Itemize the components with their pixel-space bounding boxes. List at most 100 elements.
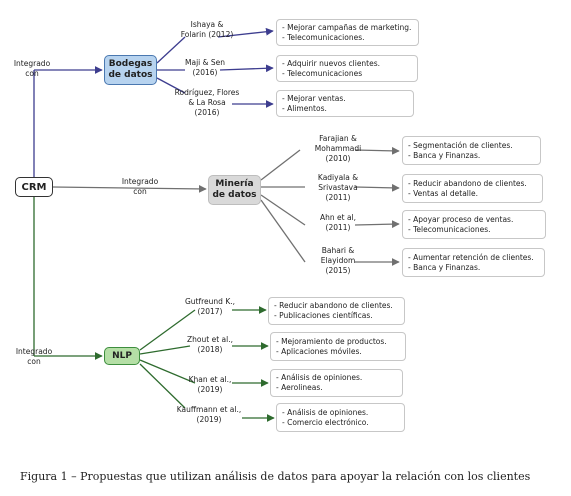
- study-item: - Ventas al detalle.: [408, 188, 478, 198]
- study-item: - Publicaciones científicas.: [274, 311, 373, 320]
- connector-label-line: con: [25, 69, 39, 78]
- figure-caption: Figura 1 – Propuestas que utilizan análi…: [20, 470, 531, 483]
- study-box-gutfreund: - Reducir abandono de clientes.- Publica…: [268, 297, 405, 325]
- connector-label-line: Integrado: [15, 347, 53, 356]
- ref-line: (2016): [194, 108, 220, 117]
- ref-line: Zhout et al.,: [187, 335, 233, 344]
- study-item: - Análisis de opiniones.: [282, 407, 369, 417]
- study-item: - Mejorar ventas.: [282, 93, 346, 103]
- ref-line: Ahn et al,: [319, 213, 357, 222]
- study-ref-maji: Maji & Sen(2016): [166, 58, 244, 78]
- study-box-maji: - Adquirir nuevos clientes.- Telecomunic…: [276, 55, 418, 82]
- edge-mineria-farajian: [260, 149, 301, 181]
- ref-line: (2015): [325, 266, 351, 275]
- study-item: - Mejoramiento de productos.: [276, 336, 387, 346]
- edge-nlp-khan: [139, 359, 196, 384]
- study-item: - Telecomunicaciones.: [408, 224, 491, 234]
- study-ref-farajian: Farajian &Mohammadi(2010): [299, 134, 377, 164]
- study-ref-rodriguez: Rodríguez, Flores& La Rosa(2016): [168, 88, 246, 118]
- ref-line: Khan et al.,: [188, 375, 232, 384]
- edge-nlp-zhout: [139, 345, 191, 355]
- study-item: - Aplicaciones móviles.: [276, 346, 362, 356]
- ref-line: Kadiyala &: [317, 173, 359, 182]
- study-item: - Aumentar retención de clientes.: [408, 252, 534, 262]
- connector-label-line: Integrado: [121, 177, 159, 186]
- study-box-farajian: - Segmentación de clientes.- Banca y Fin…: [402, 136, 541, 165]
- node-label-line: NLP: [112, 351, 132, 361]
- ref-line: Mohammadi: [314, 144, 362, 153]
- ref-line: Rodríguez, Flores: [174, 88, 240, 97]
- ref-line: Farajian &: [319, 134, 357, 143]
- arrow-maji-box: [219, 64, 274, 73]
- study-box-ishaya: - Mejorar campañas de marketing.- Teleco…: [276, 19, 419, 46]
- study-box-zhout: - Mejoramiento de productos.- Aplicacion…: [270, 332, 406, 361]
- edge-nlp-gutfreund: [139, 309, 196, 351]
- ref-line: Gutfreund K.,: [184, 297, 236, 306]
- node-label-line: Minería: [215, 179, 254, 189]
- study-box-rodriguez: - Mejorar ventas.- Alimentos.: [276, 90, 414, 117]
- node-label-line: Bodegas: [108, 59, 153, 69]
- arrow-to-mineria: [52, 185, 207, 193]
- study-item: - Reducir abandono de clientes.: [274, 301, 393, 310]
- ref-line: (2018): [197, 345, 223, 354]
- study-item: - Banca y Finanzas.: [408, 262, 481, 272]
- nlp-node: NLP: [104, 347, 140, 365]
- arrow-ahn-box: [354, 220, 400, 229]
- study-item: - Banca y Finanzas.: [408, 150, 481, 160]
- ref-line: (2017): [197, 307, 223, 316]
- edge-bodegas-rodriguez: [156, 77, 186, 94]
- study-ref-zhout: Zhout et al.,(2018): [171, 335, 249, 355]
- ref-line: (2010): [325, 154, 351, 163]
- crm-label: CRM: [21, 181, 47, 193]
- ref-line: & La Rosa: [188, 98, 226, 107]
- arrow-ishaya-box: [217, 27, 274, 38]
- study-ref-khan: Khan et al.,(2019): [171, 375, 249, 395]
- connector-label-line: con: [133, 187, 147, 196]
- ref-line: (2011): [325, 223, 351, 232]
- edge-bodegas-ishaya: [156, 36, 186, 64]
- arrow-kadiyala-box: [354, 183, 400, 192]
- study-item: - Adquirir nuevos clientes.: [282, 58, 381, 68]
- edge-mineria-ahn: [260, 194, 306, 226]
- study-item: - Telecomunicaciones.: [282, 32, 365, 42]
- ref-line: Maji & Sen: [185, 58, 225, 67]
- study-item: - Segmentación de clientes.: [408, 140, 513, 150]
- connector-label-line: Integrado: [13, 59, 51, 68]
- ref-line: (2019): [196, 415, 222, 424]
- node-label-line: de datos: [212, 190, 257, 200]
- crm-node: CRM: [15, 177, 53, 197]
- ref-line: Elayidom: [320, 256, 356, 265]
- study-ref-kauffmann: Kauffmann et al.,(2019): [167, 405, 251, 425]
- study-ref-ahn: Ahn et al,(2011): [299, 213, 377, 233]
- study-ref-ishaya: Ishaya &Folarin (2012): [168, 20, 246, 40]
- node-label-line: de datos: [108, 70, 153, 80]
- edge-nlp-kauffmann: [139, 363, 186, 409]
- study-item: - Telecomunicaciones: [282, 68, 363, 78]
- ref-line: Kauffmann et al.,: [176, 405, 242, 414]
- ref-line: Bahari &: [321, 246, 355, 255]
- study-ref-bahari: Bahari &Elayidom(2015): [299, 246, 377, 276]
- study-item: - Aerolineas.: [276, 383, 323, 392]
- study-item: - Alimentos.: [282, 103, 327, 113]
- study-box-kauffmann: - Análisis de opiniones.- Comercio elect…: [276, 403, 405, 432]
- arrow-farajian-box: [354, 146, 400, 155]
- study-item: - Análisis de opiniones.: [276, 373, 363, 382]
- study-item: - Apoyar proceso de ventas.: [408, 214, 514, 224]
- ref-line: Folarin (2012): [180, 30, 234, 39]
- ref-line: (2011): [325, 193, 351, 202]
- study-item: - Comercio electrónico.: [282, 417, 369, 427]
- edge-mineria-bahari: [260, 199, 306, 263]
- ref-line: (2019): [197, 385, 223, 394]
- ref-line: (2016): [192, 68, 218, 77]
- study-box-bahari: - Aumentar retención de clientes.- Banca…: [402, 248, 545, 277]
- connector-label-line: con: [27, 357, 41, 366]
- study-item: - Reducir abandono de clientes.: [408, 178, 527, 188]
- study-ref-kadiyala: Kadiyala &Srivastava(2011): [299, 173, 377, 203]
